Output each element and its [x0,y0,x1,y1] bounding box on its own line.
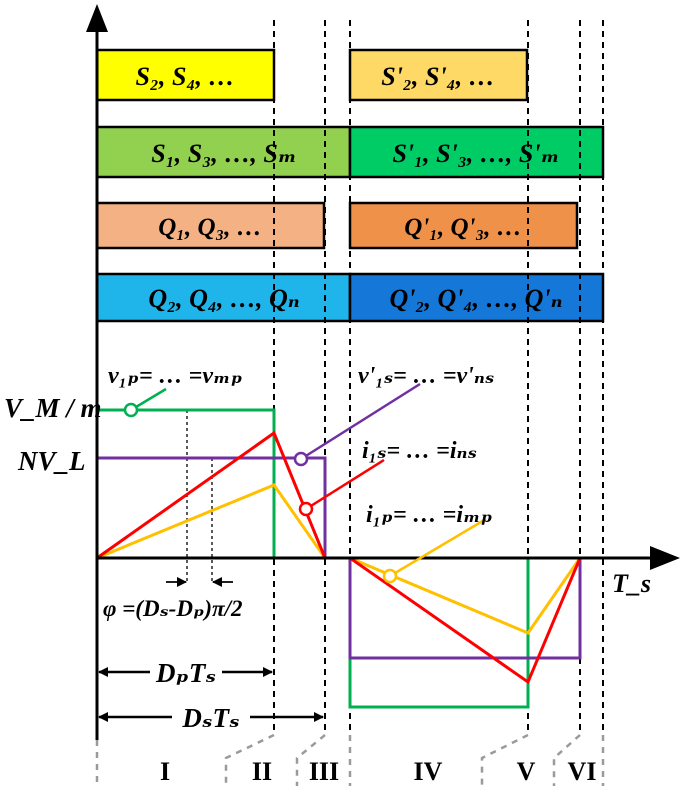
interval-sep-2 [295,734,326,786]
v1s-label: v'₁ₛ= … =v'ₙₛ [358,363,494,389]
i1p-label: i₁ₚ= … =iₘₚ [366,502,493,528]
bar-s1p-smp [348,125,605,179]
bar-q1-q3-label: Q₁, Q₃, … [158,214,262,241]
bar-s2p-s4p-label: S'₂, S'₄, … [381,62,495,91]
v1s-callout-line [300,382,421,461]
bar-s1-sm-label: S₁, S₃, …, Sₘ [151,139,296,168]
interval-sep-5 [552,734,581,786]
interval-label-6: VI [568,757,597,786]
bar-s1p-smp-label: S'₁, S'₃, …, S'ₘ [392,139,559,168]
i1s-label: i₁ₛ= … =iₙₛ [362,438,477,464]
bar-s2p-s4p [348,48,529,102]
v1p-callout-marker [123,402,139,418]
dpts-label: DₚTₛ [155,658,216,688]
bar-s1-sm [95,125,352,179]
interval-label-5: V [517,757,536,786]
interval-sep-4 [480,733,529,786]
y-axis-arrow [86,4,108,32]
i1p-callout-marker [382,568,398,584]
i1s-callout-marker [298,501,314,517]
i1s-callout-line [305,458,385,511]
bar-q1-q3 [95,201,326,250]
bar-q1p-q3p-label: Q'₁, Q'₃, … [404,214,521,241]
interval-label-4: IV [414,757,443,786]
bar-q2p-qnp-label: Q'₂, Q'₄, …, Q'ₙ [389,284,562,313]
y-label-vm-over-m: V_M / m [4,393,102,423]
interval-sep-1 [224,733,275,786]
interval-label-2: II [252,757,272,786]
x-axis-arrow [650,546,680,570]
x-label-ts: T_s [612,569,651,598]
phi-label: φ =(Dₛ-Dₚ)π/2 [103,596,243,621]
y-label-nvl: NV_L [17,446,86,476]
bar-s2-s4-label: S₂, S₄, … [135,62,234,91]
interval-label-1: I [160,757,170,786]
bar-q1p-q3p [348,201,579,250]
bar-q2-qn-label: Q₂, Q₄, …, Qₙ [148,284,299,313]
v1p-label: v₁ₚ= … =vₘₚ [108,363,242,389]
i1p-callout-line [389,517,487,578]
v1s-callout-marker [293,451,309,467]
dsts-label: DₛTₛ [181,703,239,733]
interval-label-3: III [309,757,339,786]
